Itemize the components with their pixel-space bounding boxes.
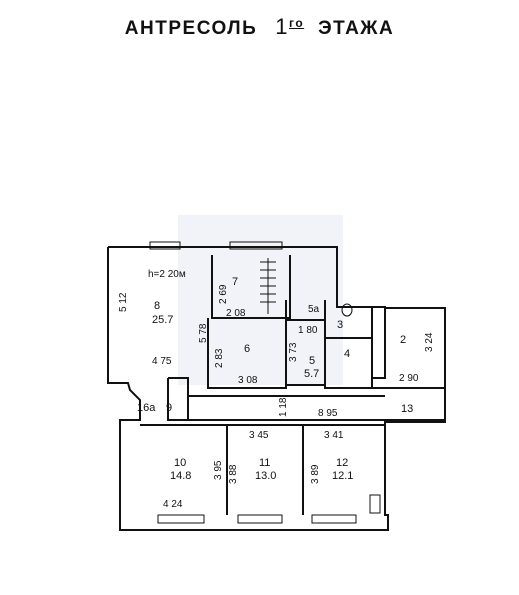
dim-3-73: 3 73 [288, 342, 299, 362]
plan-walls [107, 241, 446, 531]
room-6-number: 6 [244, 343, 250, 355]
wall-room-7 [211, 255, 291, 319]
watermark [178, 215, 343, 385]
wall-room-2 [372, 308, 386, 379]
dim-3-41: 3 41 [324, 430, 344, 441]
height-note: h=2 20м [148, 269, 186, 280]
window-bottom-3 [311, 514, 357, 524]
room-5-number: 5 [309, 355, 315, 367]
dim-3-95: 3 95 [213, 460, 224, 480]
dim-3-89: 3 89 [310, 464, 321, 484]
room-10-number: 10 [174, 457, 186, 469]
window-bottom-2 [237, 514, 283, 524]
dim-3-88: 3 88 [228, 464, 239, 484]
room-5a-number: 5а [308, 304, 320, 315]
dim-2-69: 2 69 [218, 284, 229, 304]
room-16a-number: 16а [137, 402, 156, 414]
outer-wall [107, 246, 446, 531]
wall-room-3-4 [324, 300, 373, 389]
window-top-mid [229, 241, 283, 250]
room-10-area: 14.8 [170, 470, 191, 482]
dim-1-18: 1 18 [278, 397, 289, 417]
dim-2-83: 2 83 [214, 348, 225, 368]
toilet-fixture [341, 303, 353, 317]
dim-5-78: 5 78 [198, 323, 209, 343]
window-top-left [149, 241, 181, 250]
room-12-area: 12.1 [332, 470, 353, 482]
floor-suffix: го [288, 16, 305, 30]
stair-7 [260, 258, 276, 314]
room-8-number: 8 [154, 300, 160, 312]
dim-3-08: 3 08 [238, 375, 258, 386]
floor-word: ЭТАЖА [318, 18, 395, 39]
room-5-area: 5.7 [304, 368, 319, 380]
room-9-number: 9 [166, 402, 172, 414]
room-11-area: 13.0 [255, 470, 276, 482]
room-12-number: 12 [336, 457, 348, 469]
room-2-number: 2 [400, 334, 406, 346]
dim-3-45: 3 45 [249, 430, 269, 441]
floor-number: 1 [275, 14, 289, 39]
shaft [369, 494, 381, 514]
room-13-number: 13 [401, 403, 413, 415]
room-11-number: 11 [259, 457, 270, 469]
room-3-number: 3 [337, 319, 343, 331]
dim-4-75: 4 75 [152, 356, 172, 367]
plan-title: АНТРЕСОЛЬ 1го ЭТАЖА [0, 14, 519, 40]
room-8-area: 25.7 [152, 314, 173, 326]
dim-2-90: 2 90 [399, 373, 419, 384]
dim-4-24: 4 24 [163, 499, 183, 510]
title-text: АНТРЕСОЛЬ [124, 18, 258, 39]
room-7-number: 7 [232, 276, 238, 288]
room-4-number: 4 [344, 348, 350, 360]
wall-room-9 [167, 377, 189, 421]
dim-2-08: 2 08 [226, 308, 246, 319]
dim-5-12: 5 12 [118, 292, 129, 312]
window-bottom-1 [157, 514, 205, 524]
dim-3-24: 3 24 [424, 332, 435, 352]
dim-1-80: 1 80 [298, 325, 318, 336]
dim-8-95: 8 95 [318, 408, 338, 419]
